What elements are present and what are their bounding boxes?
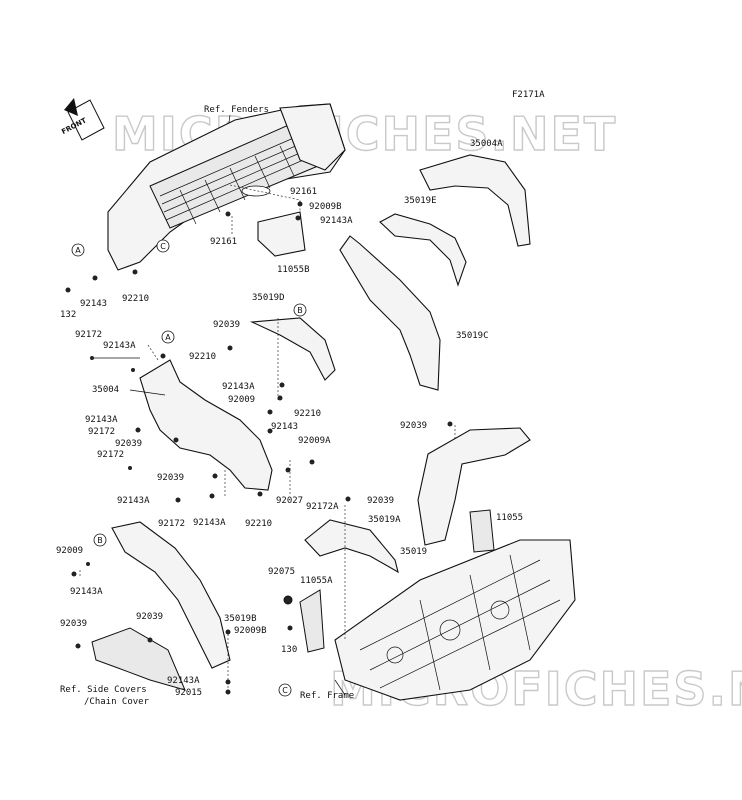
fender-35019b [111,521,231,669]
label-92009A: 92009A [298,436,331,446]
fender-35019a [417,427,531,546]
frame-part [334,539,576,701]
label-92039-c: 92039 [115,439,142,449]
fender-35019c [339,235,441,391]
label-92172-c: 92172 [97,450,124,460]
fender-35019d [249,317,336,381]
label-92143A-c: 92143A [222,382,255,392]
callout-c-2: C [278,683,292,697]
label-92143-a: 92143 [80,299,107,309]
fender-35019e [379,213,467,287]
fender-35004a [419,154,531,247]
ref-side-covers-label: Ref. Side Covers [60,685,147,695]
label-92039-b: 92039 [400,421,427,431]
label-92143A-g: 92143A [70,587,103,597]
label-92009-b: 92009 [56,546,83,556]
grommet-92161 [241,185,271,197]
label-92039-g: 92039 [60,619,87,629]
label-35019A: 35019A [368,515,401,525]
label-92172-b: 92172 [88,427,115,437]
label-35019E: 35019E [404,196,437,206]
label-92143A-f: 92143A [193,518,226,528]
label-92161-b: 92161 [210,237,237,247]
front-arrow-icon: FRONT [60,98,105,141]
label-92009-a: 92009 [228,395,255,405]
label-35004A: 35004A [470,139,503,149]
bracket-11055 [469,509,495,553]
label-92210-c: 92210 [294,409,321,419]
label-92210-a: 92210 [122,294,149,304]
callout-b-2: B [93,533,107,547]
label-92075: 92075 [268,567,295,577]
leader-lines [79,184,456,696]
svg-text:C: C [282,686,288,695]
label-92143A-h: 92143A [167,676,200,686]
svg-text:C: C [160,242,166,251]
label-92172A: 92172A [306,502,339,512]
label-92143A-e: 92143A [117,496,150,506]
label-92210-b: 92210 [189,352,216,362]
svg-text:B: B [97,536,103,545]
label-11055A: 11055A [300,576,333,586]
figure-id: F2171A [512,90,545,100]
label-92027: 92027 [276,496,303,506]
label-92161-a: 92161 [290,187,317,197]
callout-c-1: C [156,239,170,253]
label-92039-d: 92039 [157,473,184,483]
label-35019C: 35019C [456,331,489,341]
label-11055B: 11055B [277,265,310,275]
part-labels: 35004A 92161 92009B 92143A 35019E 92161 … [56,139,523,698]
fasteners [65,201,453,695]
side-cover [91,627,186,691]
label-92039-a: 92039 [213,320,240,330]
label-92210-d: 92210 [245,519,272,529]
fender-35004 [139,359,273,491]
svg-text:A: A [165,333,171,342]
bracket-11055a [299,589,325,653]
fender-35019 [304,519,399,574]
label-92172-a: 92172 [75,330,102,340]
label-92172-d: 92172 [158,519,185,529]
label-92143A-d: 92143A [85,415,118,425]
ref-frame-label: Ref. Frame [300,691,354,701]
callout-b-1: B [293,303,307,317]
label-35004: 35004 [92,385,119,395]
label-92143-b: 92143 [271,422,298,432]
label-35019D: 35019D [252,293,285,303]
callout-a-1: A [71,243,85,257]
callout-a-2: A [161,330,175,344]
ref-fenders-label: Ref. Fenders [204,105,269,115]
label-92039-e: 92039 [367,496,394,506]
label-35019B: 35019B [224,614,257,624]
label-92009B-b: 92009B [234,626,267,636]
label-92039-f: 92039 [136,612,163,622]
label-11055: 11055 [496,513,523,523]
ref-chain-cover-label: /Chain Cover [84,697,150,707]
front-fender-part [107,103,346,271]
label-132: 132 [60,310,76,320]
label-92143A-b: 92143A [103,341,136,351]
svg-text:B: B [297,306,303,315]
label-130: 130 [281,645,297,655]
label-92009B-a: 92009B [309,202,342,212]
bracket-11055b [257,211,306,257]
svg-text:A: A [75,246,81,255]
label-35019: 35019 [400,547,427,557]
label-92143A-a: 92143A [320,216,353,226]
label-92015: 92015 [175,688,202,698]
